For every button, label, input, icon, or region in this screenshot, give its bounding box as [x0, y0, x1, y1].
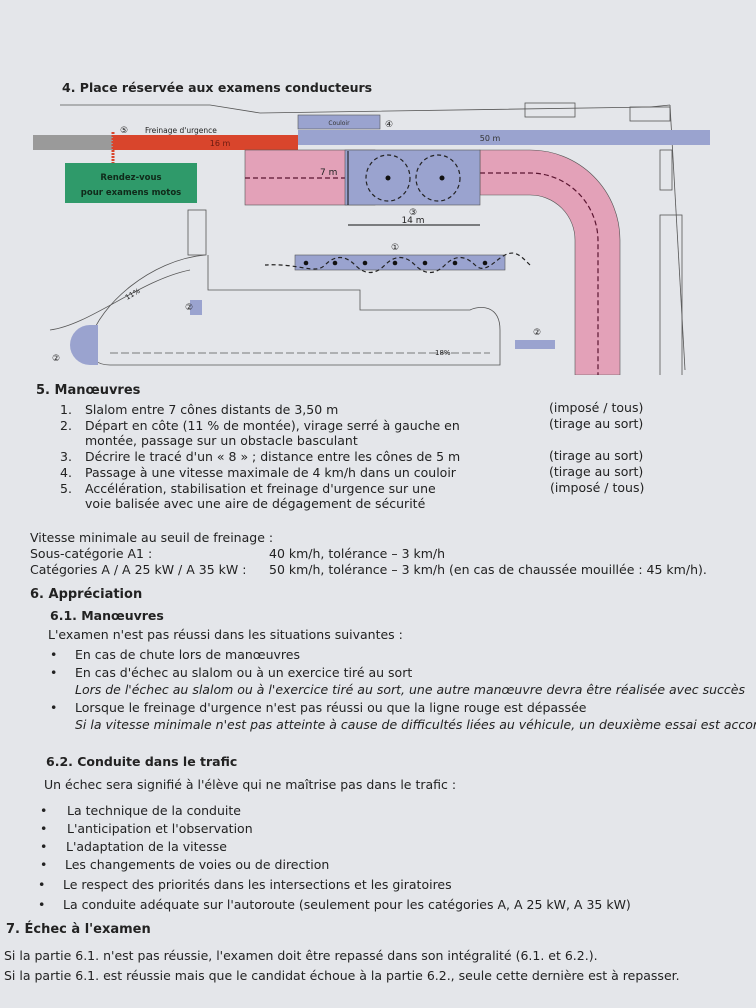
criteria-item: La conduite adéquate sur l'autoroute (se…	[63, 897, 631, 912]
subsection-62-title: 6.2. Conduite dans le trafic	[46, 754, 238, 769]
criteria-item: Les changements de voies ou de direction	[65, 857, 330, 872]
bullet: •	[50, 665, 58, 680]
speed-label-a1: Sous-catégorie A1 :	[30, 546, 153, 561]
subsection-62-intro: Un échec sera signifié à l'élève qui ne …	[44, 777, 457, 792]
bullet: •	[38, 877, 46, 892]
building-outline	[629, 106, 671, 122]
slope-18-label: 18%	[435, 349, 451, 357]
marker-3: ③	[409, 208, 417, 218]
section-7-title: 7. Échec à l'examen	[6, 922, 151, 937]
rendezvous-box	[65, 163, 197, 203]
building-outline	[659, 214, 683, 375]
speed-value-a: 50 km/h, tolérance – 3 km/h (en cas de c…	[269, 562, 707, 577]
freinage-label: Freinage d'urgence	[145, 126, 217, 135]
maneuver-num: 5.	[60, 481, 72, 496]
dist-7-label: 7 m	[320, 168, 337, 178]
exam-area-diagram: Couloir ④ ⑤ Freinage d'urgence 16 m 50 m…	[33, 102, 710, 375]
top-boundary-line	[60, 104, 671, 114]
bullet: •	[50, 700, 58, 715]
speed-label-a: Catégories A / A 25 kW / A 35 kW :	[30, 562, 247, 577]
maneuver-text: Slalom entre 7 cônes distants de 3,50 m	[85, 402, 339, 417]
maneuver-num: 3.	[60, 449, 72, 464]
maneuver-note: (tirage au sort)	[549, 448, 644, 463]
ramp-marker-zone	[190, 300, 202, 315]
failure-rule-1: Si la partie 6.1. n'est pas réussie, l'e…	[4, 948, 598, 963]
bullet: •	[40, 857, 48, 872]
obstacle-zone	[515, 340, 555, 349]
slalom-cones	[303, 260, 488, 266]
failure-item: En cas de chute lors de manœuvres	[75, 647, 300, 662]
building-outline	[659, 149, 673, 191]
rendezvous-line2: pour examens motos	[81, 188, 181, 198]
criteria-item: L'anticipation et l'observation	[67, 821, 253, 836]
dist-16-label: 16 m	[210, 139, 231, 148]
bullet: •	[40, 821, 48, 836]
failure-item: En cas d'échec au slalom ou à un exercic…	[75, 665, 413, 680]
pink-curve-zone	[479, 149, 621, 375]
criteria-item: La technique de la conduite	[67, 803, 241, 818]
marker-2-left: ②	[52, 354, 60, 364]
right-boundary-line	[669, 104, 686, 371]
bullet: •	[40, 839, 48, 854]
acceleration-lane	[298, 130, 710, 145]
maneuver-text: Accélération, stabilisation et freinage …	[85, 481, 436, 496]
cone	[385, 175, 391, 181]
dist-14-label: 14 m	[401, 216, 424, 226]
bullet: •	[38, 897, 46, 912]
section-6-title: 6. Appréciation	[30, 587, 143, 602]
marker-4: ④	[385, 120, 393, 130]
figure-eight-loop	[415, 154, 461, 202]
marker-5: ⑤	[120, 126, 128, 136]
subsection-61-intro: L'examen n'est pas réussi dans les situa…	[48, 627, 403, 642]
ramp-zone	[70, 325, 98, 365]
maneuver-num: 1.	[60, 402, 72, 417]
failure-rule-2: Si la partie 6.1. est réussie mais que l…	[4, 968, 680, 983]
building-outline	[524, 102, 576, 118]
maneuver-note: (imposé / tous)	[550, 480, 645, 495]
marker-2-right: ②	[533, 328, 541, 338]
maneuver-text-cont: voie balisée avec une aire de dégagement…	[85, 496, 426, 511]
maneuver-num: 4.	[60, 465, 72, 480]
criteria-item: L'adaptation de la vitesse	[66, 839, 227, 854]
braking-lane	[113, 135, 298, 150]
maneuver-text-cont: montée, passage sur un obstacle basculan…	[85, 433, 358, 448]
speed-value-a1: 40 km/h, tolérance – 3 km/h	[269, 546, 446, 561]
curve-dash-line	[480, 172, 599, 375]
dist-50-label: 50 m	[480, 134, 501, 143]
failure-item: Lorsque le freinage d'urgence n'est pas …	[75, 700, 587, 715]
approach-lane	[33, 135, 113, 150]
failure-note: Si la vitesse minimale n'est pas atteint…	[75, 717, 756, 732]
maneuver-note: (imposé / tous)	[549, 400, 644, 415]
marker-1: ①	[391, 243, 399, 253]
marker-2-ramp: ②	[185, 303, 193, 313]
maneuver-text: Passage à une vitesse maximale de 4 km/h…	[85, 465, 456, 480]
cone	[439, 175, 445, 181]
bullet: •	[50, 647, 58, 662]
maneuver-text: Départ en côte (11 % de montée), virage …	[85, 418, 460, 433]
figure-eight-loop	[365, 154, 411, 202]
section-5-title: 5. Manœuvres	[36, 383, 141, 398]
maneuver-num: 2.	[60, 418, 72, 433]
bullet: •	[40, 803, 48, 818]
section-4-title: 4. Place réservée aux examens conducteur…	[62, 80, 373, 95]
couloir-zone	[297, 114, 381, 130]
ramp-outline	[49, 209, 501, 366]
slalom-path	[264, 252, 531, 274]
rendezvous-line1: Rendez-vous	[100, 173, 161, 183]
couloir-label: Couloir	[328, 120, 350, 127]
maneuver-text: Décrire le tracé d'un « 8 » ; distance e…	[85, 449, 461, 464]
figure-eight-zone	[344, 149, 481, 206]
speed-title: Vitesse minimale au seuil de freinage :	[30, 530, 274, 545]
maneuver-note: (tirage au sort)	[549, 416, 644, 431]
maneuver-note: (tirage au sort)	[549, 464, 644, 479]
subsection-61-title: 6.1. Manœuvres	[50, 608, 164, 623]
failure-note: Lors de l'échec au slalom ou à l'exercic…	[75, 682, 745, 697]
criteria-item: Le respect des priorités dans les inters…	[63, 877, 452, 892]
